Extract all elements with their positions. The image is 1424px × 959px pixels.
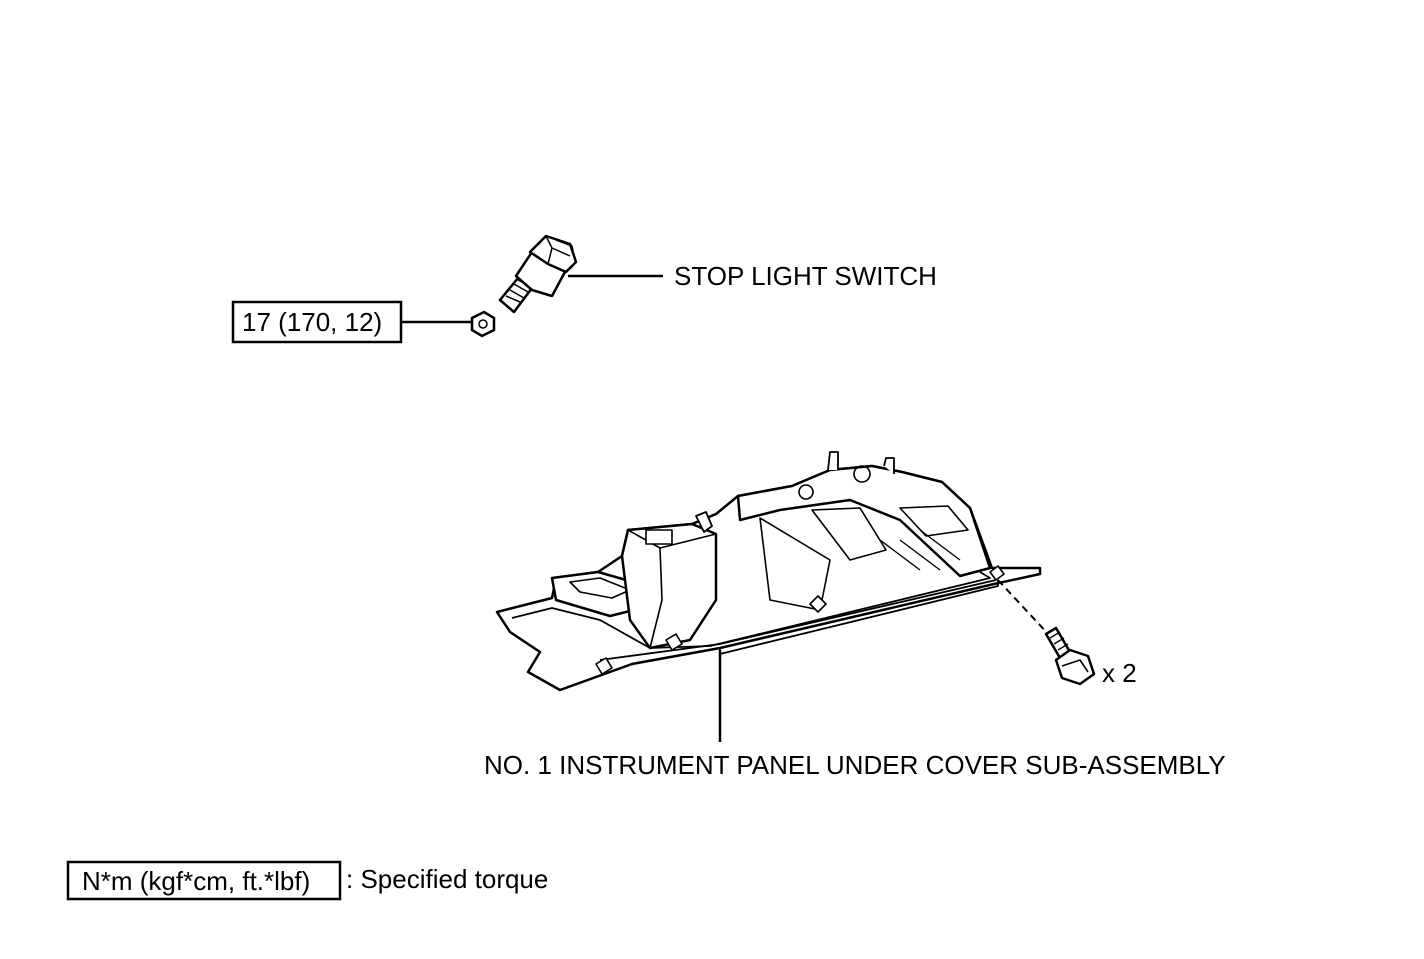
under-cover-part <box>495 451 1042 692</box>
stop-light-switch-label: STOP LIGHT SWITCH <box>674 261 937 291</box>
lock-nut-part <box>470 310 496 338</box>
legend-box <box>66 860 342 901</box>
under-cover-label: NO. 1 INSTRUMENT PANEL UNDER COVER SUB-A… <box>484 750 1226 780</box>
bolt-guide-line <box>997 579 1051 637</box>
bolt-qty-label: x 2 <box>1102 658 1137 688</box>
torque-value-label: 17 (170, 12) <box>242 307 382 337</box>
legend-unit: N*m (kgf*cm, ft.*lbf) <box>82 866 310 896</box>
stop-light-switch-part <box>498 234 578 314</box>
torque-box <box>231 300 403 344</box>
legend-meaning: : Specified torque <box>346 864 548 894</box>
bolt-part <box>1044 626 1096 686</box>
